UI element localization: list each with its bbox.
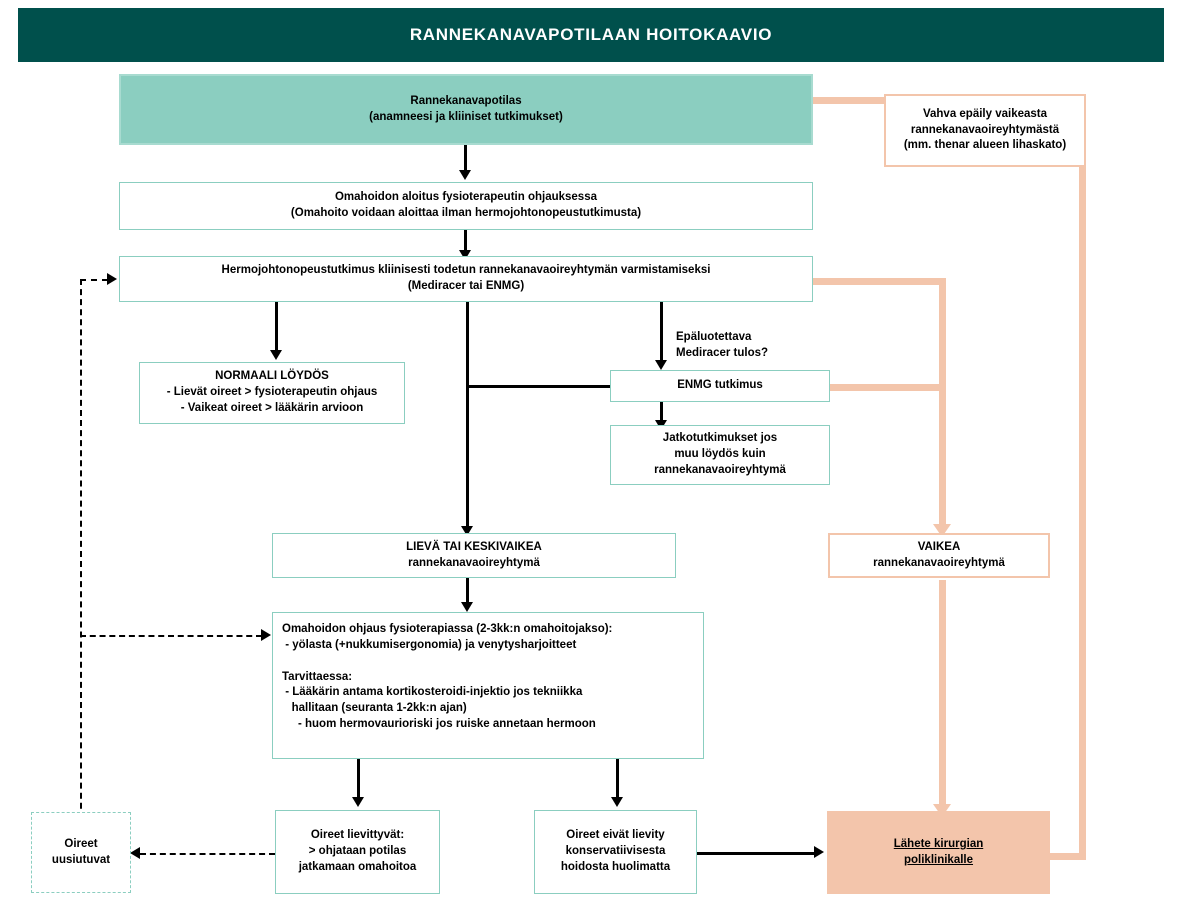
- dashed-arrowhead-into-nerve-conduction: [107, 273, 117, 285]
- node-severe-line-2: rannekanavaoireyhtymä: [873, 556, 1005, 569]
- connector-nerve-to-enmg-vertical: [660, 302, 663, 364]
- node-physio-guidance[interactable]: Omahoidon ohjaus fysioterapiassa (2-3kk:…: [272, 612, 704, 759]
- connector-trunk-to-enmg-row: [466, 385, 611, 388]
- page-title: RANNEKANAVAPOTILAAN HOITOKAAVIO: [409, 25, 773, 44]
- node-referral-line-2: poliklinikalle: [903, 853, 974, 866]
- pink-connector-middle-trunk: [939, 278, 946, 528]
- node-symptoms-relieve-line-1: Oireet lievittyvät:: [310, 829, 405, 842]
- node-physio-guidance-line-4: Tarvittaessa:: [282, 670, 353, 683]
- node-normal-finding-line-2: - Lievät oireet > fysioterapeutin ohjaus: [166, 386, 378, 399]
- node-mild-moderate-line-1: LIEVÄ TAI KESKIVAIKEA: [406, 540, 542, 553]
- dashed-connector-to-physio: [80, 635, 262, 637]
- node-referral-line-1: Lähete kirurgian: [893, 837, 984, 850]
- arrowhead-into-nerve: [459, 250, 471, 260]
- node-severe-line-1: VAIKEA: [917, 540, 961, 553]
- node-nerve-conduction-line-1: Hermojohtonopeustutkimus kliinisesti tod…: [221, 264, 711, 277]
- node-symptoms-relieve[interactable]: Oireet lievittyvät: > ohjataan potilas j…: [275, 810, 440, 894]
- label-unreliable-mediracer-line-2: Mediracer tulos?: [676, 346, 769, 359]
- node-normal-finding[interactable]: NORMAALI LÖYDÖS - Lievät oireet > fysiot…: [139, 362, 405, 424]
- pink-connector-right-trunk: [1079, 100, 1086, 860]
- node-symptoms-persist-line-3: hoidosta huolimatta: [560, 860, 671, 873]
- node-symptoms-persist-line-1: Oireet eivät lievity: [566, 829, 665, 842]
- node-normal-finding-line-1: NORMAALI LÖYDÖS: [215, 370, 329, 383]
- dashed-arrowhead-into-relapse: [130, 847, 140, 859]
- node-nerve-conduction-line-2: (Mediracer tai ENMG): [407, 280, 525, 292]
- node-strong-suspicion-line-2: rannekanavaoireyhtymästä: [910, 123, 1060, 136]
- pink-connector-nerve-to-severe: [812, 278, 946, 285]
- dashed-arrowhead-into-physio: [261, 629, 271, 641]
- arrowhead-into-normal: [270, 350, 282, 360]
- dashed-connector-left-trunk: [80, 279, 82, 839]
- arrowhead-into-referral-left: [814, 846, 824, 858]
- connector-physio-to-persist: [616, 759, 619, 801]
- pink-connector-severe-to-referral: [939, 580, 946, 808]
- node-referral[interactable]: Lähete kirurgian poliklinikalle: [827, 811, 1050, 894]
- node-mild-moderate[interactable]: LIEVÄ TAI KESKIVAIKEA rannekanavaoireyht…: [272, 533, 676, 578]
- node-symptoms-persist[interactable]: Oireet eivät lievity konservatiivisesta …: [534, 810, 697, 894]
- node-patient[interactable]: Rannekanavapotilas (anamneesi ja kliinis…: [119, 74, 813, 145]
- connector-nerve-to-normal: [275, 302, 278, 352]
- node-mild-moderate-line-2: rannekanavaoireyhtymä: [408, 556, 540, 569]
- header-bar: RANNEKANAVAPOTILAAN HOITOKAAVIO: [18, 8, 1164, 62]
- node-enmg-study-line-1: ENMG tutkimus: [677, 379, 763, 392]
- label-unreliable-mediracer: Epäluotettava Mediracer tulos?: [676, 330, 768, 361]
- node-symptoms-relapse[interactable]: Oireet uusiutuvat: [31, 812, 131, 893]
- arrowhead-into-mild-moderate: [461, 526, 473, 536]
- connector-mild-to-physio: [466, 578, 469, 606]
- pink-connector-enmg-to-severe: [828, 384, 946, 391]
- node-further-studies-line-1: Jatkotutkimukset jos: [662, 432, 778, 445]
- connector-physio-to-relieve: [357, 759, 360, 801]
- pink-connector-patient-to-suspicion: [810, 97, 890, 104]
- connector-main-trunk: [466, 302, 469, 530]
- node-strong-suspicion-line-1: Vahva epäily vaikeasta: [922, 107, 1048, 120]
- arrowhead-into-selfcare: [459, 170, 471, 180]
- node-nerve-conduction[interactable]: Hermojohtonopeustutkimus kliinisesti tod…: [119, 256, 813, 302]
- arrowhead-into-persist: [611, 797, 623, 807]
- node-strong-suspicion-line-3: (mm. thenar alueen lihaskato): [903, 139, 1067, 152]
- node-patient-line-2: (anamneesi ja kliiniset tutkimukset): [369, 110, 563, 123]
- node-physio-guidance-line-2: - yölasta (+nukkumisergonomia) ja venyty…: [282, 638, 577, 651]
- node-selfcare-start-line-2: (Omahoito voidaan aloittaa ilman hermojo…: [290, 207, 642, 219]
- connector-persist-to-referral: [697, 852, 818, 855]
- node-symptoms-relapse-line-1: Oireet: [64, 837, 98, 850]
- node-physio-guidance-line-5: - Lääkärin antama kortikosteroidi-injekt…: [282, 686, 583, 699]
- connector-patient-to-selfcare: [464, 145, 467, 173]
- arrowhead-into-relieve: [352, 797, 364, 807]
- dashed-connector-to-nerve-conduction: [80, 279, 108, 281]
- node-enmg-study[interactable]: ENMG tutkimus: [610, 370, 830, 402]
- node-physio-guidance-line-6: hallitaan (seuranta 1-2kk:n ajan): [282, 702, 467, 715]
- arrowhead-into-physio-top: [461, 602, 473, 612]
- node-selfcare-start-line-1: Omahoidon aloitus fysioterapeutin ohjauk…: [334, 191, 597, 204]
- node-further-studies-line-3: rannekanavaoireyhtymä: [654, 463, 786, 476]
- node-symptoms-relapse-line-2: uusiutuvat: [51, 853, 111, 866]
- node-symptoms-relieve-line-3: jatkamaan omahoitoa: [298, 860, 417, 873]
- node-physio-guidance-line-1: Omahoidon ohjaus fysioterapiassa (2-3kk:…: [282, 623, 613, 635]
- node-normal-finding-line-3: - Vaikeat oireet > lääkärin arvioon: [180, 401, 364, 414]
- connector-selfcare-to-nerve: [464, 230, 467, 253]
- connector-enmg-to-further: [660, 402, 663, 424]
- node-symptoms-persist-line-2: konservatiivisesta: [565, 845, 666, 858]
- node-strong-suspicion[interactable]: Vahva epäily vaikeasta rannekanavaoireyh…: [884, 94, 1086, 167]
- node-further-studies[interactable]: Jatkotutkimukset jos muu löydös kuin ran…: [610, 425, 830, 485]
- node-patient-line-1: Rannekanavapotilas: [410, 94, 522, 107]
- node-severe[interactable]: VAIKEA rannekanavaoireyhtymä: [828, 533, 1050, 578]
- arrowhead-into-enmg: [655, 360, 667, 370]
- dashed-connector-relieve-to-relapse: [140, 853, 275, 855]
- node-selfcare-start[interactable]: Omahoidon aloitus fysioterapeutin ohjauk…: [119, 182, 813, 230]
- node-physio-guidance-line-3: [282, 654, 285, 670]
- node-further-studies-line-2: muu löydös kuin: [674, 448, 766, 461]
- node-physio-guidance-line-7: - huom hermovaurioriski jos ruiske annet…: [282, 718, 596, 731]
- node-symptoms-relieve-line-2: > ohjataan potilas: [308, 845, 407, 858]
- label-unreliable-mediracer-line-1: Epäluotettava: [676, 331, 752, 343]
